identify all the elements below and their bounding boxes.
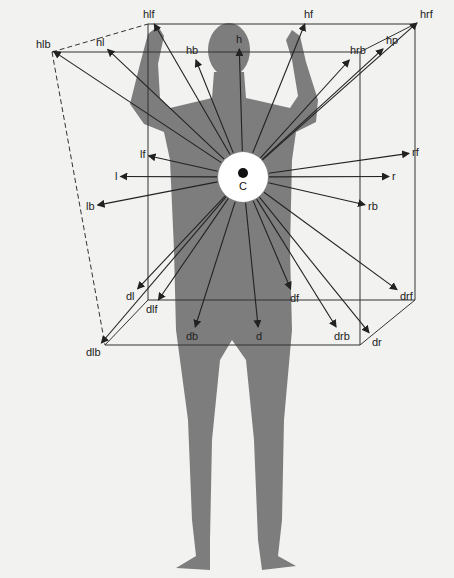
direction-label: hlf (143, 8, 155, 21)
direction-arrow (269, 153, 409, 173)
direction-arrow (253, 24, 305, 153)
direction-arrow (264, 192, 397, 289)
direction-label: drf (400, 290, 413, 303)
direction-label: hf (304, 8, 313, 21)
direction-arrow (149, 156, 218, 172)
direction-label: db (186, 330, 198, 343)
direction-arrow (108, 49, 225, 159)
direction-arrow (257, 199, 336, 327)
direction-label: dlf (146, 303, 158, 316)
direction-arrow (246, 203, 259, 327)
direction-label: dr (372, 336, 382, 349)
direction-label: lb (86, 200, 95, 213)
direction-label: hl (96, 36, 105, 49)
direction-label: rf (412, 146, 419, 159)
direction-arrow (263, 23, 418, 160)
center-label: C (218, 180, 268, 192)
direction-label: drb (334, 330, 350, 343)
direction-arrow (268, 183, 365, 205)
direction-label: df (290, 292, 299, 305)
direction-arrow (262, 49, 383, 159)
direction-label: lf (140, 148, 146, 161)
center-circle: C (218, 152, 268, 202)
direction-label: hrb (350, 44, 366, 57)
direction-label: l (115, 170, 117, 183)
direction-arrow (269, 176, 389, 177)
direction-arrow (261, 60, 350, 158)
direction-arrow (54, 51, 222, 162)
direction-arrow (98, 182, 218, 205)
direction-label: d (256, 330, 262, 343)
direction-arrow (158, 198, 228, 300)
direction-label: r (392, 170, 396, 183)
direction-arrow (196, 60, 233, 153)
direction-arrow (101, 197, 226, 343)
direction-arrow (121, 176, 218, 177)
direction-label: hrf (420, 8, 433, 21)
direction-label: hb (186, 44, 198, 57)
direction-arrow (154, 24, 230, 155)
direction-label: dlb (86, 346, 101, 359)
direction-label: dl (126, 290, 135, 303)
direction-label: rb (368, 200, 378, 213)
direction-label: h (236, 33, 242, 46)
direction-label: hp (386, 34, 398, 47)
direction-arrow (259, 197, 369, 333)
direction-label: hlb (36, 38, 51, 51)
center-dot (238, 168, 248, 178)
direction-arrow (239, 49, 242, 151)
direction-arrow (195, 202, 235, 327)
human-silhouette (130, 23, 318, 570)
